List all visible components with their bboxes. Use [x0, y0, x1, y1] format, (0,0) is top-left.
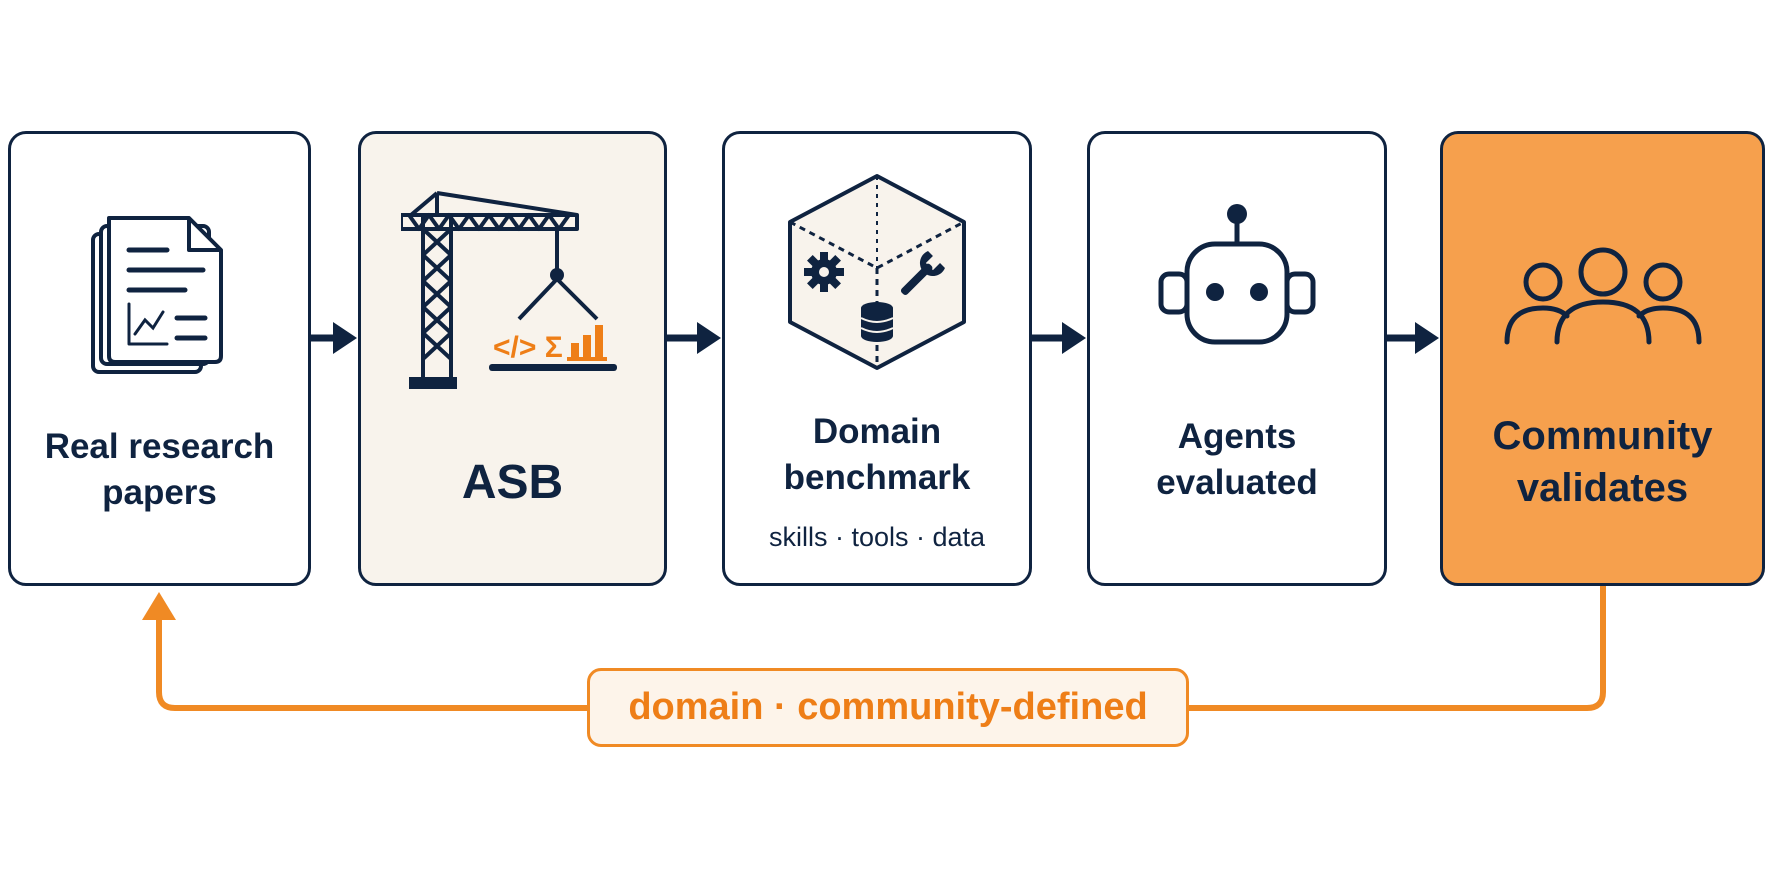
step-label: Real research papers [44, 427, 275, 512]
people-icon [1443, 246, 1762, 346]
step-label: Community validates [1492, 414, 1713, 510]
step-label: Domain benchmark [783, 412, 971, 497]
papers-icon [11, 214, 308, 389]
step-real-research-papers: Real research papers [8, 131, 311, 586]
cube-icon [725, 172, 1029, 372]
gear-icon [804, 252, 844, 292]
database-icon [860, 302, 894, 342]
step-sublabel: skills · tools · data [768, 522, 986, 552]
wrench-icon [900, 251, 945, 296]
crane-icon: </> Σ [361, 189, 664, 394]
arrow-right-icon [1032, 322, 1086, 354]
step-agents-evaluated: Agents evaluated [1087, 131, 1387, 586]
step-domain-benchmark: Domain benchmark skills · tools · data [722, 131, 1032, 586]
step-asb: </> Σ ASB [358, 131, 667, 586]
step-label: Agents evaluated [1156, 417, 1318, 502]
feedback-loop-label: domain · community-defined [587, 668, 1189, 747]
arrow-right-icon [1387, 322, 1439, 354]
robot-icon [1090, 202, 1384, 352]
step-community-validates: Community validates [1440, 131, 1765, 586]
code-sigma-glyphs: </> Σ [493, 331, 563, 364]
step-label: ASB [461, 456, 564, 509]
arrow-right-icon [311, 322, 357, 354]
arrow-right-icon [667, 322, 721, 354]
